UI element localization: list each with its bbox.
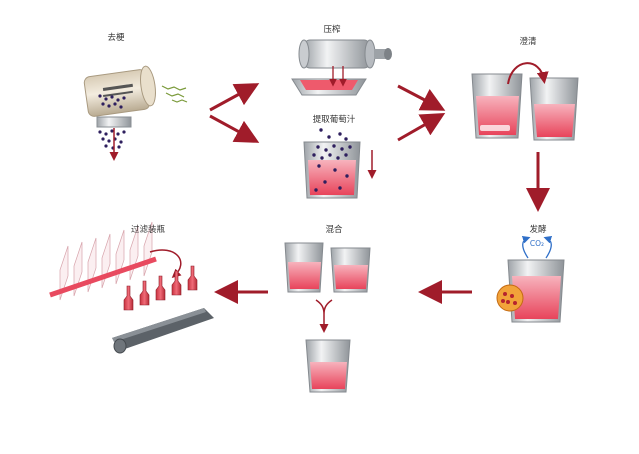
arrow-destem-to-extract (209, 114, 260, 143)
label-filter-bottle: 过滤装瓶 (131, 224, 166, 235)
label-ferment: 发酵 (529, 224, 547, 235)
extract-tank-illustration (303, 128, 377, 199)
press-illustration (291, 39, 392, 96)
label-co2: CO₂ (530, 239, 544, 248)
filter-bottling-illustration (49, 221, 214, 354)
label-extract-juice: 提取葡萄汁 (313, 114, 356, 125)
blending-tanks-illustration (284, 242, 371, 393)
arrow-destem-to-press (209, 83, 260, 112)
label-press: 压榨 (323, 24, 341, 35)
arrow-extract-to-settle (397, 113, 446, 142)
settling-tanks-illustration (471, 62, 579, 141)
arrow-press-to-settle (397, 84, 446, 111)
label-settle: 澄清 (519, 36, 537, 47)
destemmer-illustration (83, 65, 188, 161)
label-destem: 去梗 (107, 32, 125, 43)
fermentation-tank-illustration (496, 235, 565, 323)
label-blend: 混合 (325, 224, 343, 235)
